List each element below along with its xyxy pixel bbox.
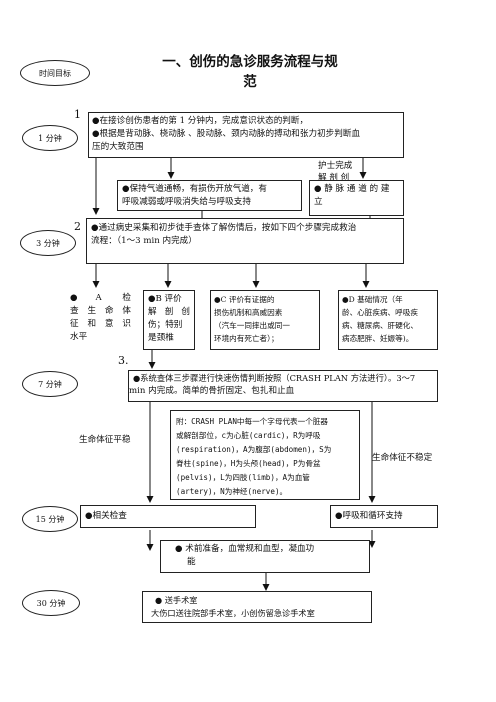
box3-line-2: min 内完成。简单的骨折固定、包扎和止血	[129, 386, 295, 396]
box-step-b: ●B 评价 解 剖 创 伤；特别 是颈椎	[143, 290, 195, 350]
step-c-line-1: ●C 评价有证据的	[214, 295, 275, 304]
step-c-line-4: 环境内有死亡者）；	[214, 334, 279, 343]
step-b-line-2: 解 剖 创	[148, 307, 190, 317]
box-step-a: ●A 检 查 生 命 体 征 和 意 识 水平	[67, 290, 134, 350]
iv-line-1: ● 静 脉 通 道 的 建	[314, 184, 390, 194]
oval-3-minutes: 3 分钟	[20, 230, 76, 256]
step-a-line-4: 水平	[70, 332, 88, 342]
step-a-line-2: 查 生 命 体	[70, 306, 131, 316]
oval-1-minute-label: 1 分钟	[38, 133, 62, 143]
step-d-line-4: 病态肥胖、妊娠等)。	[342, 334, 414, 343]
box-related-exams: ●相关检查	[80, 505, 256, 528]
appendix-line-2: 或解剖部位，c为心脏(cardic)，R为呼吸	[176, 431, 321, 440]
time-target-label: 时间目标	[39, 68, 71, 78]
appendix-line-1: 附：CRASH PLAN中每一个字母代表一个脏器	[176, 417, 329, 426]
step-c-line-2: 损伤机制和高威因素	[214, 308, 283, 317]
step-a-line-3: 征 和 意 识	[70, 319, 131, 329]
oval-3-minutes-label: 3 分钟	[36, 238, 60, 248]
box1-line-3: 压的大致范围	[92, 142, 144, 152]
step-d-line-2: 龄、心脏疾病、呼吸疾	[342, 308, 418, 317]
step-b-line-4: 是颈椎	[148, 333, 174, 343]
page-title: 一、创伤的急诊服务流程与规 范	[150, 52, 350, 92]
label-vitals-unstable: 生命体征不稳定	[372, 453, 433, 463]
breathing-support-label: ●呼吸和循环支持	[335, 511, 403, 521]
box2-line-1: ●通过病史采集和初步徒手查体了解伤情后，按如下四个步骤完成救治	[91, 223, 357, 233]
step-b-line-1: ●B 评价	[148, 294, 182, 304]
iv-line-2: 立	[314, 197, 323, 207]
appendix-line-3: (respiration)，A为腹部(abdomen)，S为	[176, 445, 332, 454]
airway-line-2: 呼吸减弱或呼吸消失给与呼吸支持	[122, 197, 251, 207]
preop-line-1: ● 术前准备，血常规和血型，凝血功	[175, 544, 315, 554]
oval-7-minutes-label: 7 分钟	[38, 379, 62, 389]
appendix-line-4: 脊柱(spine)，H为头颅(head)，P为骨盆	[176, 459, 321, 468]
box-iv-access: ● 静 脉 通 道 的 建 立	[309, 180, 404, 216]
nurse-note-line-1: 护士完成	[318, 161, 353, 171]
box-crash-plan-exam: ●系统查体三步骤进行快速伤情判断按照（CRASH PLAN 方法进行）。3～7 …	[128, 370, 438, 402]
appendix-line-6: (artery)，N为神经(nerve)。	[176, 487, 288, 496]
airway-line-1: ●保持气道通畅，有损伤开放气道，有	[122, 184, 267, 194]
title-line-2: 范	[243, 74, 257, 90]
preop-line-2: 能	[187, 557, 196, 567]
box1-line-1: ●在接诊创伤患者的第 1 分钟内，完成意识状态的判断，	[92, 116, 309, 126]
box-preop-prep: ● 术前准备，血常规和血型，凝血功 能	[160, 540, 370, 573]
box3-line-1: ●系统查体三步骤进行快速伤情判断按照（CRASH PLAN 方法进行）。3～7	[133, 373, 416, 383]
box-initial-assessment: ●在接诊创伤患者的第 1 分钟内，完成意识状态的判断， ●根据是背动脉、桡动脉 …	[88, 112, 404, 158]
oval-15-minutes-label: 15 分钟	[35, 514, 65, 524]
oval-30-minutes-label: 30 分钟	[36, 598, 66, 608]
title-line-1: 一、创伤的急诊服务流程与规	[162, 54, 338, 70]
or-line-2: 大伤口送往院部手术室，小创伤留急诊手术室	[151, 608, 315, 618]
oval-30-minutes: 30 分钟	[22, 590, 80, 616]
step-d-line-1: ●D 基础情况（年	[342, 295, 403, 304]
box-breathing-circulation-support: ●呼吸和循环支持	[330, 505, 438, 528]
appendix-line-5: (pelvis)，L为四肢(limb)，A为血管	[176, 473, 310, 482]
box1-line-2: ●根据是背动脉、桡动脉 、股动脉、颈内动脉的搏动和张力初步判断血	[92, 129, 361, 139]
box-step-d: ●D 基础情况（年 龄、心脏疾病、呼吸疾 病、糖尿病、肝硬化、 病态肥胖、妊娠等…	[338, 290, 438, 350]
step-number-1: 1	[74, 108, 81, 121]
related-exams-label: ●相关检查	[85, 511, 127, 521]
crash-plan-appendix: 附：CRASH PLAN中每一个字母代表一个脏器 或解剖部位，c为心脏(card…	[170, 410, 360, 500]
oval-7-minutes: 7 分钟	[22, 371, 78, 397]
step-d-line-3: 病、糖尿病、肝硬化、	[342, 321, 418, 330]
box-step-c: ●C 评价有证据的 损伤机制和高威因素 （汽车一同摔出或同一 环境内有死亡者）；	[210, 290, 320, 350]
step-a-line-1: ●A 检	[70, 293, 131, 303]
step-c-line-3: （汽车一同摔出或同一	[214, 321, 290, 330]
nurse-note: 护士完成 解 剖 创	[318, 160, 352, 184]
step-number-2: 2	[74, 220, 81, 233]
box-airway-support: ●保持气道通畅，有损伤开放气道，有 呼吸减弱或呼吸消失给与呼吸支持	[117, 180, 302, 211]
or-line-1: ● 送手术室	[155, 595, 198, 605]
box2-line-2: 流程：（1～3 min 内完成）	[91, 236, 197, 246]
box-send-to-or: ● 送手术室 大伤口送往院部手术室，小创伤留急诊手术室	[142, 591, 372, 623]
oval-1-minute: 1 分钟	[22, 125, 78, 151]
step-number-3: 3.	[118, 354, 129, 367]
time-target-oval: 时间目标	[20, 60, 90, 86]
box-four-steps: ●通过病史采集和初步徒手查体了解伤情后，按如下四个步骤完成救治 流程：（1～3 …	[86, 218, 404, 264]
oval-15-minutes: 15 分钟	[22, 506, 78, 532]
label-vitals-stable: 生命体征平稳	[79, 435, 131, 445]
step-b-line-3: 伤；特别	[148, 320, 183, 330]
nurse-note-line-2: 解 剖 创	[318, 173, 350, 183]
